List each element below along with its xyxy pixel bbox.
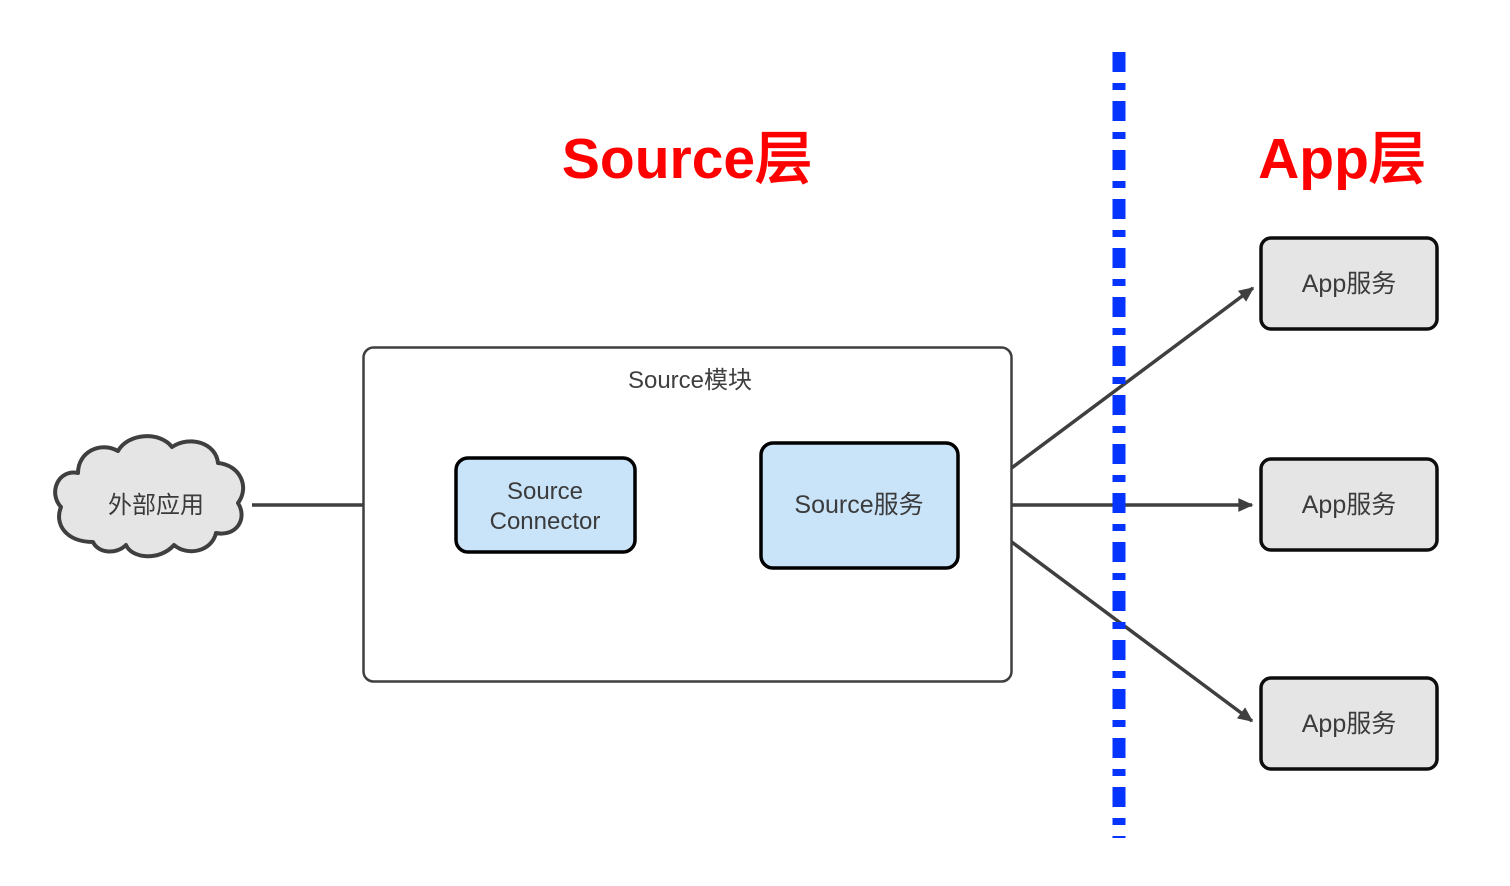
source-service-label: Source服务 [794, 491, 923, 519]
source-connector-box [454, 456, 637, 554]
external-app-cloud: 外部应用 [53, 434, 246, 559]
app-service-node-3: App服务 [1259, 676, 1439, 771]
source-module-label: Source模块 [628, 367, 752, 394]
source-service-box [759, 441, 960, 570]
source-service-node: Source服务 [759, 441, 960, 570]
source-connector-label-line2: Connector [490, 508, 601, 535]
source-module-group: Source模块 [362, 346, 1013, 683]
app-service-box-3 [1259, 676, 1439, 771]
cloud-shape [53, 434, 246, 559]
source-module-box [362, 346, 1013, 683]
app-service-node-1: App服务 [1259, 236, 1439, 331]
cloud-label: 外部应用 [108, 492, 204, 519]
source-connector-label-line1: Source [507, 478, 583, 505]
app-service-box-1 [1259, 236, 1439, 331]
app-service-label-3: App服务 [1302, 710, 1396, 738]
source-connector-node: Source Connector [454, 456, 637, 554]
app-service-label-2: App服务 [1302, 491, 1396, 519]
app-layer-title: App层 [1258, 127, 1426, 191]
app-service-label-1: App服务 [1302, 270, 1396, 298]
source-layer-title: Source层 [562, 127, 812, 191]
app-service-node-2: App服务 [1259, 457, 1439, 552]
app-service-box-2 [1259, 457, 1439, 552]
